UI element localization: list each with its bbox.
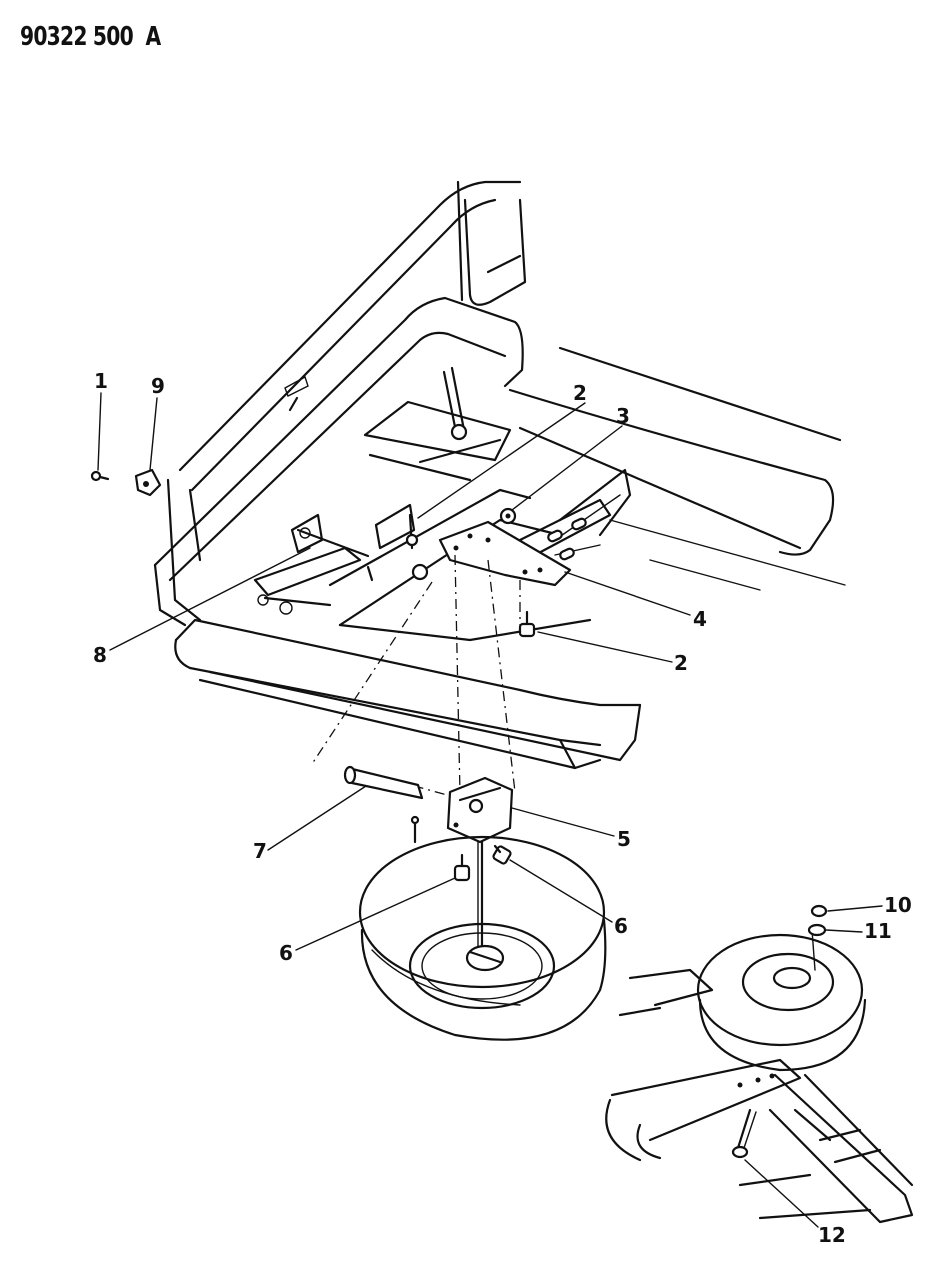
leader-lines	[97, 392, 883, 1228]
callout-12: 12	[818, 1223, 846, 1247]
spare-tire-main	[358, 835, 607, 1041]
callout-9: 9	[151, 374, 165, 398]
callout-11: 11	[864, 919, 892, 943]
callout-6-right: 6	[614, 914, 628, 938]
inset-stowed-tire	[605, 904, 914, 1224]
truck-bed-illustration	[153, 180, 846, 770]
spare-carrier-hardware	[90, 468, 572, 952]
callout-3: 3	[616, 404, 630, 428]
callout-5: 5	[617, 827, 631, 851]
callout-8: 8	[93, 643, 107, 667]
callout-10: 10	[884, 893, 912, 917]
callout-1: 1	[94, 369, 108, 393]
callout-2-lower: 2	[674, 651, 688, 675]
document-id: 90322 500 A	[20, 22, 161, 52]
callout-2-upper: 2	[573, 381, 587, 405]
callout-7: 7	[253, 839, 267, 863]
callout-labels: 1 9 2 3 4 2 8 7 5 6 6 10 11 12	[93, 369, 912, 1247]
callout-4: 4	[693, 607, 707, 631]
callout-6-left: 6	[279, 941, 293, 965]
